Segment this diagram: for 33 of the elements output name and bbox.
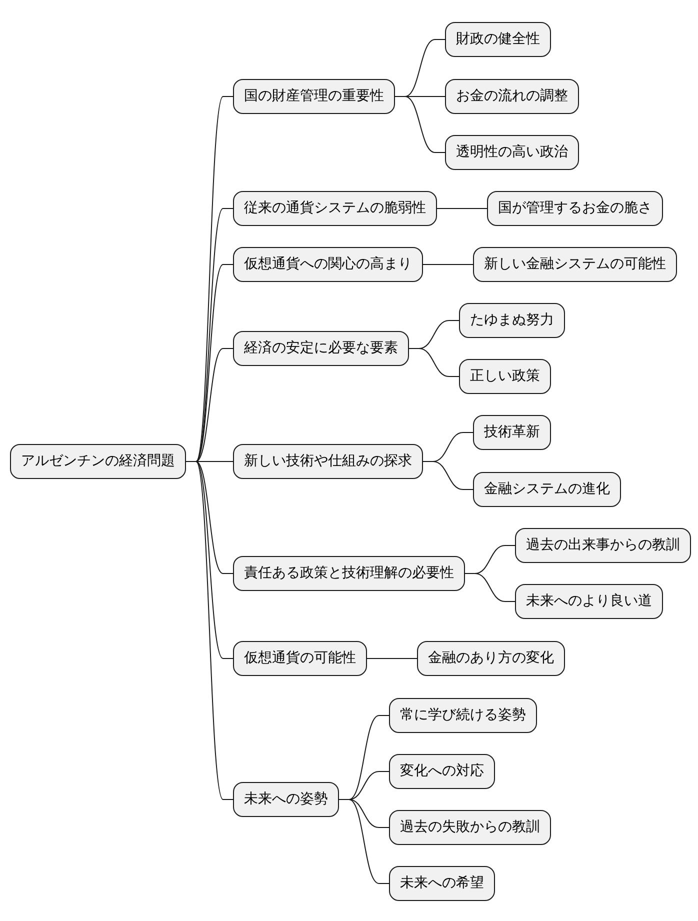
topic-box: 未来へのより良い道	[515, 584, 663, 618]
topic-box: 財政の健全性	[445, 22, 551, 56]
topic-box: 過去の失敗からの教訓	[389, 810, 551, 844]
topic-box: 経済の安定に必要な要素	[233, 330, 409, 366]
connector-line	[366, 658, 418, 659]
topic-box: 仮想通貨の可能性	[233, 640, 367, 676]
topic-box: 過去の出来事からの教訓	[515, 528, 691, 562]
topic-box: 透明性の高い政治	[445, 134, 579, 170]
connector-line	[464, 573, 516, 602]
topic-box: 従来の通貨システムの脆弱性	[233, 190, 437, 226]
topic-box: 金融システムの進化	[473, 472, 621, 506]
connector-line	[394, 96, 446, 153]
topic-box: 未来への希望	[389, 866, 495, 900]
connector-line	[436, 208, 488, 209]
topic-box: 新しい技術や仕組みの探求	[233, 444, 423, 478]
connector-line	[422, 461, 474, 490]
topic-box: 変化への対応	[389, 754, 495, 788]
topic-box: 国の財産管理の重要性	[233, 78, 395, 114]
topic-box: 未来への姿勢	[233, 782, 339, 816]
topic-box: 仮想通貨への関心の高まり	[233, 246, 423, 282]
topic-box: 金融のあり方の変化	[417, 640, 565, 676]
topic-box: お金の流れの調整	[445, 78, 579, 114]
topic-box: 国が管理するお金の脆さ	[487, 190, 663, 226]
topic-box: 常に学び続ける姿勢	[389, 698, 537, 732]
topic-box: 責任ある政策と技術理解の必要性	[233, 556, 465, 590]
topic-box: たゆまぬ努力	[459, 302, 565, 338]
topic-box: 正しい政策	[459, 358, 551, 394]
connector-line	[338, 799, 390, 884]
topic-box: 新しい金融システムの可能性	[473, 246, 677, 282]
connector-line	[408, 348, 460, 377]
topic-box: アルゼンチンの経済問題	[10, 444, 186, 478]
topic-box: 技術革新	[473, 414, 551, 450]
connector-line	[422, 264, 474, 265]
